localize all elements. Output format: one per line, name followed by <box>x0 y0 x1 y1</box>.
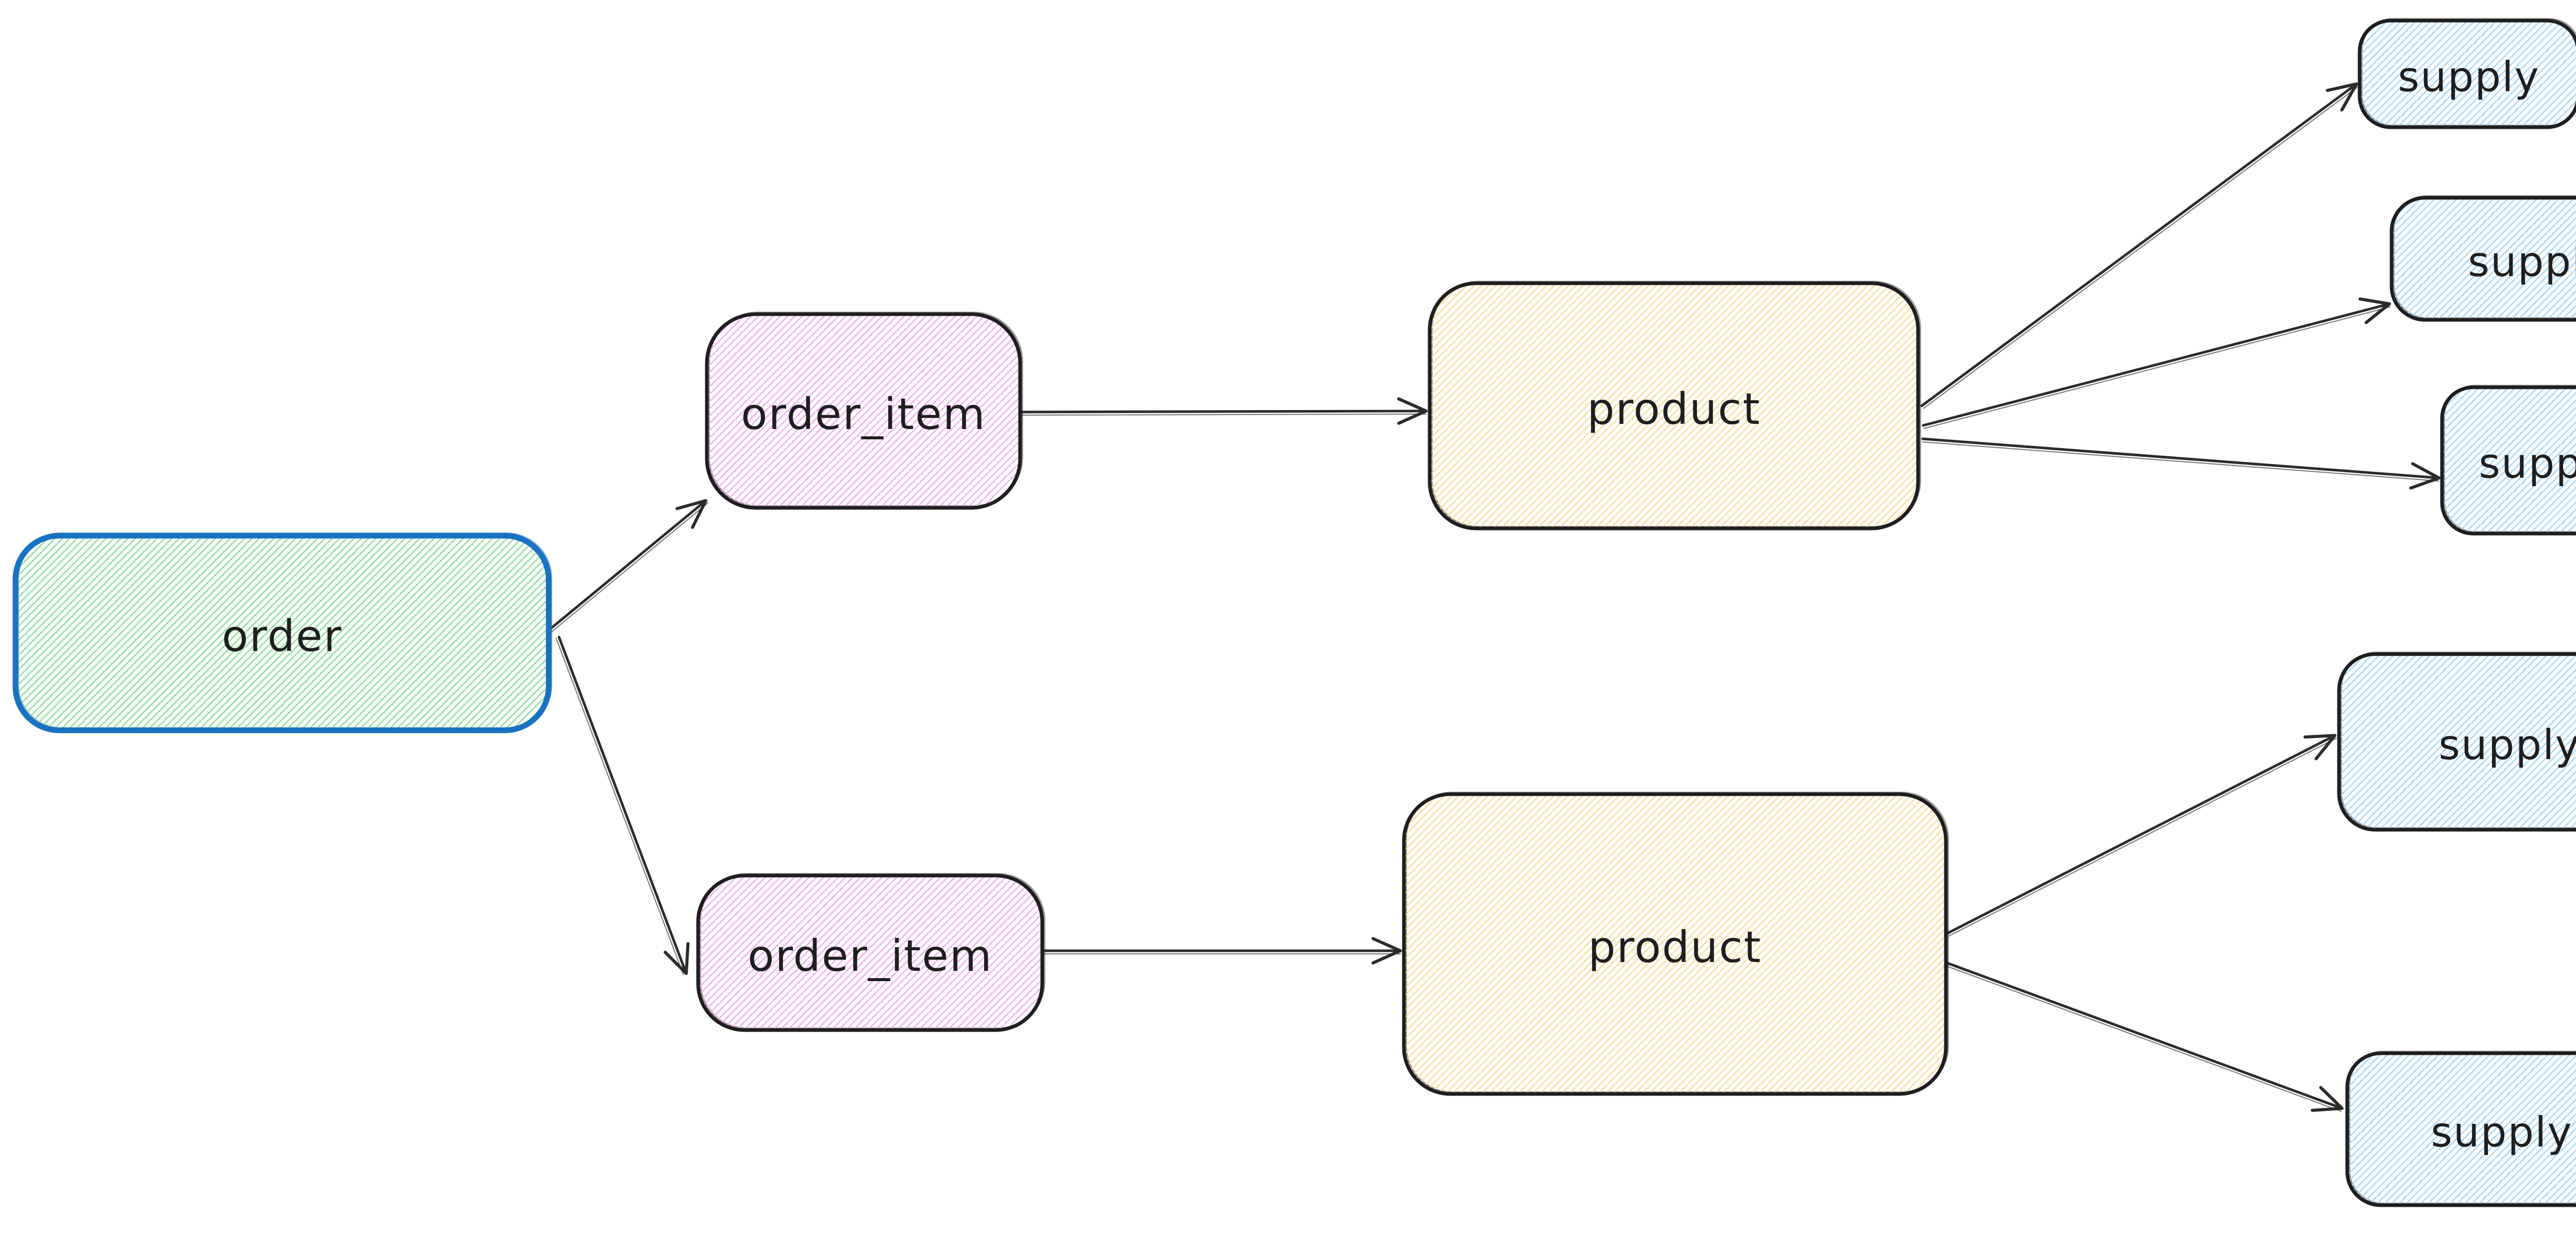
edge-echo-line <box>1923 306 2391 429</box>
node-label: supply <box>2431 1108 2573 1156</box>
arrowhead-icon <box>1371 937 1402 965</box>
edge-line <box>1920 82 2358 407</box>
node-shape[interactable] <box>2345 1051 2576 1207</box>
edge-line <box>548 499 707 631</box>
node-product_2[interactable]: product <box>1402 792 1949 1096</box>
node-label: supply <box>2468 238 2576 286</box>
node-label: order_item <box>748 931 993 981</box>
node-label: supply <box>2398 53 2540 101</box>
node-order[interactable]: order <box>12 532 553 733</box>
arrowhead-icon <box>2303 734 2336 761</box>
edge-order_item_1-product_1[interactable] <box>1021 397 1428 425</box>
node-layer: orderorder_itemorder_itemproductproducts… <box>12 18 2576 1207</box>
node-label: supply <box>2438 721 2576 769</box>
arrowhead-icon <box>2358 297 2391 324</box>
node-shape[interactable] <box>696 874 1044 1032</box>
node-shape[interactable] <box>2389 196 2576 322</box>
edge-echo-line <box>1923 85 2359 409</box>
edge-echo-line <box>1021 413 1427 416</box>
edge-line <box>1946 962 2344 1110</box>
node-label: supply <box>2479 440 2576 488</box>
arrowhead-icon <box>2326 82 2358 112</box>
node-shape[interactable] <box>2358 19 2576 129</box>
edge-echo-line <box>1948 738 2337 937</box>
edge-order-order_item_2[interactable] <box>555 636 690 975</box>
arrowhead-icon <box>675 499 707 529</box>
node-label: product <box>1587 384 1760 434</box>
node-label: order_item <box>741 389 986 439</box>
node-supply_5[interactable]: supply <box>2345 1051 2576 1207</box>
node-order_item_1[interactable]: order_item <box>705 312 1023 510</box>
edge-echo-line <box>1945 965 2342 1112</box>
node-shape[interactable] <box>2440 385 2576 536</box>
edge-order-order_item_1[interactable] <box>548 499 708 632</box>
node-label: product <box>1588 922 1761 972</box>
edge-line <box>1922 302 2391 427</box>
arrowhead-icon <box>2311 1086 2344 1112</box>
edge-line <box>557 636 688 975</box>
node-shape[interactable] <box>12 533 552 733</box>
node-shape[interactable] <box>1428 281 1920 530</box>
arrowhead-icon <box>2409 462 2441 490</box>
edge-product_2-supply_4[interactable] <box>1946 734 2337 937</box>
edge-line <box>1021 409 1428 414</box>
edge-echo-line <box>1922 441 2439 482</box>
edge-product_1-supply_2[interactable] <box>1922 297 2391 429</box>
node-supply_4[interactable]: supply <box>2337 652 2576 832</box>
node-shape[interactable] <box>705 312 1022 510</box>
node-supply_2[interactable]: supply <box>2389 195 2576 322</box>
node-product_1[interactable]: product <box>1428 281 1921 530</box>
edge-order_item_2-product_2[interactable] <box>1042 937 1402 965</box>
edge-line <box>1946 734 2336 935</box>
node-label: order <box>222 611 343 661</box>
node-shape[interactable] <box>2337 652 2576 832</box>
node-shape[interactable] <box>1402 792 1948 1096</box>
arrowhead-icon <box>1397 397 1428 425</box>
edge-product_1-supply_1[interactable] <box>1920 82 2359 409</box>
node-order_item_2[interactable]: order_item <box>696 873 1045 1032</box>
node-supply_1[interactable]: supply <box>2358 18 2576 129</box>
edge-line <box>1921 437 2441 480</box>
edge-layer <box>548 82 2441 1112</box>
arrowhead-icon <box>664 942 690 975</box>
edge-product_2-supply_5[interactable] <box>1945 962 2344 1112</box>
edge-echo-line <box>555 638 684 975</box>
node-supply_3[interactable]: supply <box>2440 385 2576 536</box>
edge-echo-line <box>551 502 708 632</box>
edge-product_1-supply_3[interactable] <box>1921 437 2441 490</box>
